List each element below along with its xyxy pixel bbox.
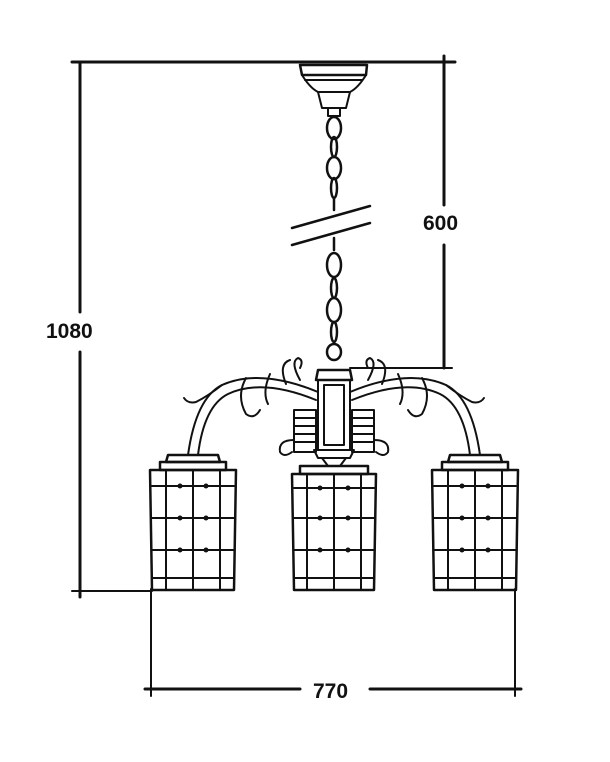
chain-break-marks — [290, 204, 372, 247]
left-arm — [183, 357, 319, 456]
ceiling-canopy — [298, 63, 369, 117]
overall-width-label: 770 — [311, 680, 351, 703]
overall-height-label: 1080 — [44, 320, 95, 343]
lantern-left — [148, 453, 238, 592]
lantern-center — [290, 464, 378, 592]
lantern-right — [430, 453, 520, 592]
chain-lower — [325, 236, 343, 362]
coil-brackets — [278, 409, 390, 456]
chain-length-label: 600 — [421, 212, 461, 235]
chain-upper — [325, 115, 343, 212]
central-column — [313, 368, 355, 467]
dimension-lines — [70, 54, 523, 697]
right-arm — [349, 357, 485, 456]
